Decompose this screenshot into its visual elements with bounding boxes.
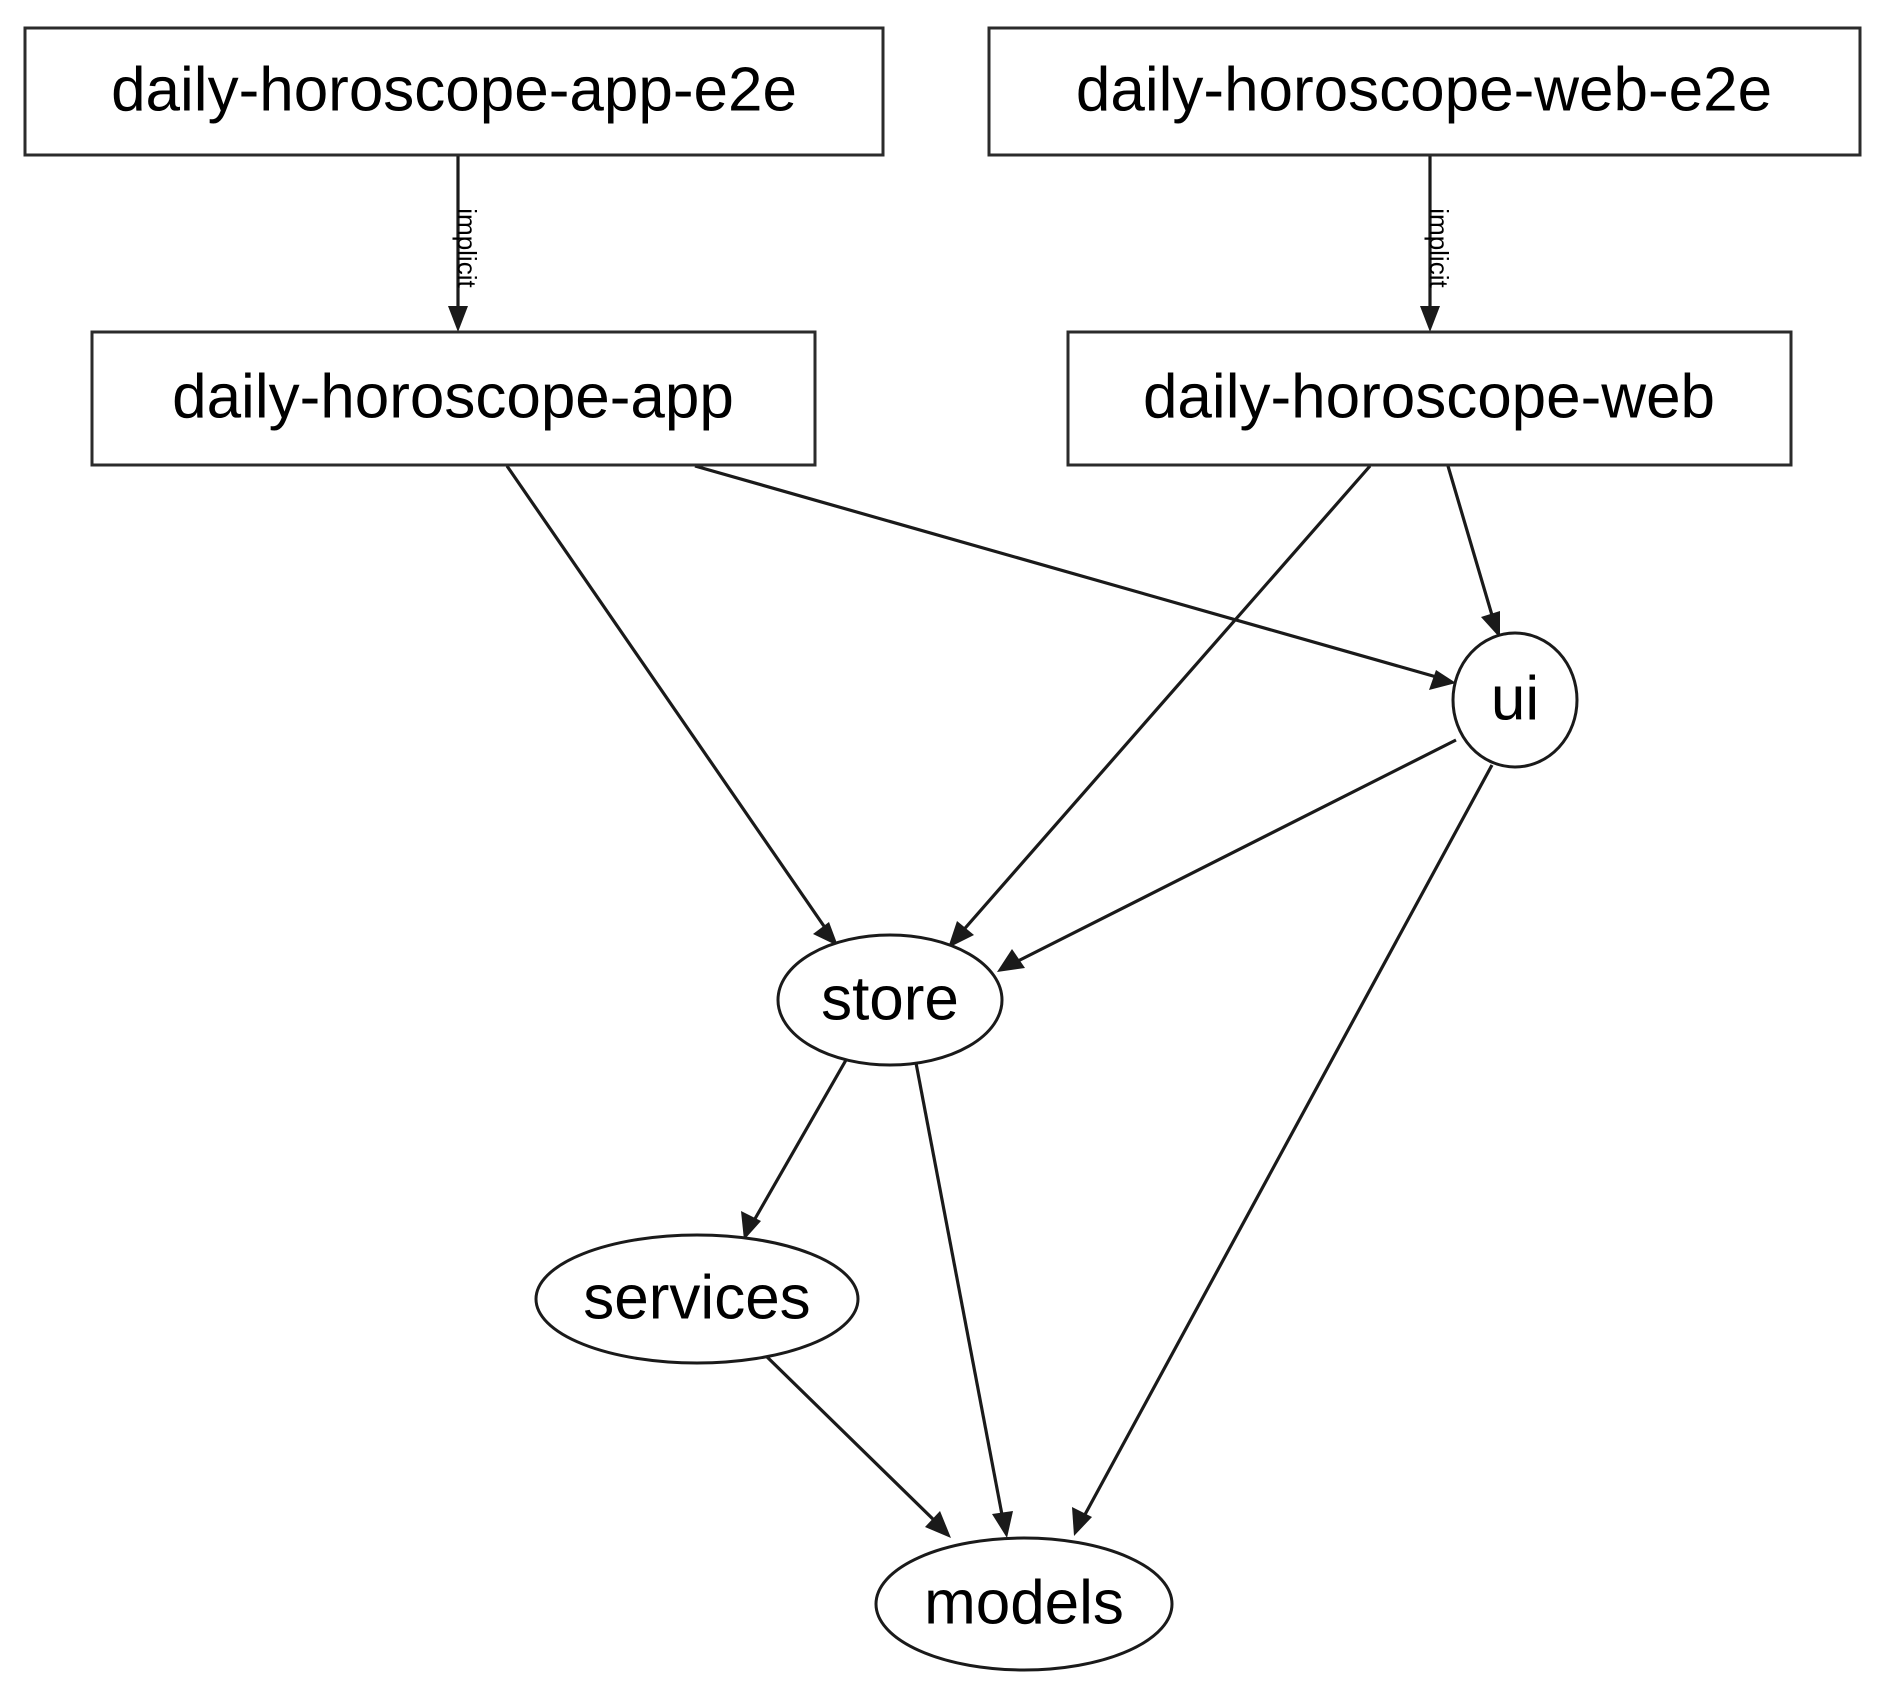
arrowhead — [925, 1511, 951, 1538]
edge-ui-to-store[interactable] — [997, 738, 1457, 972]
node-daily-horoscope-web-e2e[interactable]: daily-horoscope-web-e2e — [987, 26, 1862, 157]
node-ellipse — [534, 1233, 860, 1365]
edge-line — [958, 464, 1372, 936]
node-label: daily-horoscope-web-e2e — [1076, 55, 1772, 124]
node-ellipse — [874, 1536, 1174, 1672]
edge-line — [1080, 764, 1494, 1521]
edge-line — [914, 1062, 1005, 1521]
arrowhead — [997, 949, 1025, 972]
arrowhead — [948, 921, 974, 948]
node-models[interactable]: models — [874, 1536, 1174, 1672]
node-label: daily-horoscope-app — [172, 362, 734, 431]
edge-ui-to-models[interactable] — [1072, 764, 1494, 1536]
node-services[interactable]: services — [534, 1233, 860, 1365]
node-rect — [23, 26, 885, 157]
edge-store-to-models[interactable] — [914, 1062, 1013, 1538]
node-ellipse — [776, 933, 1004, 1067]
edge-app-e2e-to-app[interactable]: implicit — [448, 156, 482, 332]
node-daily-horoscope-app-e2e[interactable]: daily-horoscope-app-e2e — [23, 26, 885, 157]
node-ellipse — [1451, 631, 1579, 769]
node-ui[interactable]: ui — [1451, 631, 1579, 769]
arrowhead — [1481, 611, 1500, 638]
node-rect — [1066, 330, 1793, 467]
arrowhead — [741, 1211, 761, 1240]
edge-line — [1011, 738, 1457, 966]
node-label: services — [583, 1263, 810, 1332]
node-label: ui — [1491, 664, 1539, 733]
node-daily-horoscope-web[interactable]: daily-horoscope-web — [1066, 330, 1793, 467]
node-label: daily-horoscope-app-e2e — [111, 55, 797, 124]
edge-line — [694, 464, 1441, 680]
arrowhead — [1420, 306, 1440, 332]
node-daily-horoscope-app[interactable]: daily-horoscope-app — [90, 330, 817, 467]
arrowhead — [448, 306, 468, 332]
edges-layer: implicit implicit — [448, 156, 1500, 1538]
edge-line — [750, 1059, 848, 1225]
node-store[interactable]: store — [776, 933, 1004, 1067]
node-label: store — [821, 964, 959, 1033]
edge-line — [760, 1350, 940, 1526]
edge-app-to-store[interactable] — [505, 465, 838, 946]
node-rect — [90, 330, 817, 467]
arrowhead — [1072, 1507, 1092, 1536]
edge-line — [505, 465, 830, 933]
nodes-layer: daily-horoscope-app-e2e daily-horoscope-… — [23, 26, 1862, 1672]
arrowhead — [1429, 670, 1456, 690]
edge-web-e2e-to-web[interactable]: implicit — [1420, 156, 1454, 332]
node-rect — [987, 26, 1862, 157]
edge-web-to-ui[interactable] — [1446, 465, 1500, 638]
edge-services-to-models[interactable] — [760, 1350, 951, 1538]
edge-web-to-store[interactable] — [948, 464, 1372, 948]
node-label: daily-horoscope-web — [1143, 362, 1715, 431]
edge-line — [1446, 465, 1496, 623]
edge-label-implicit-app: implicit — [452, 208, 482, 288]
edge-label-implicit-web: implicit — [1424, 208, 1454, 288]
edge-app-to-ui[interactable] — [694, 464, 1456, 690]
arrowhead — [813, 922, 838, 946]
node-label: models — [924, 1568, 1124, 1637]
edge-store-to-services[interactable] — [741, 1059, 848, 1240]
arrowhead — [992, 1511, 1013, 1538]
